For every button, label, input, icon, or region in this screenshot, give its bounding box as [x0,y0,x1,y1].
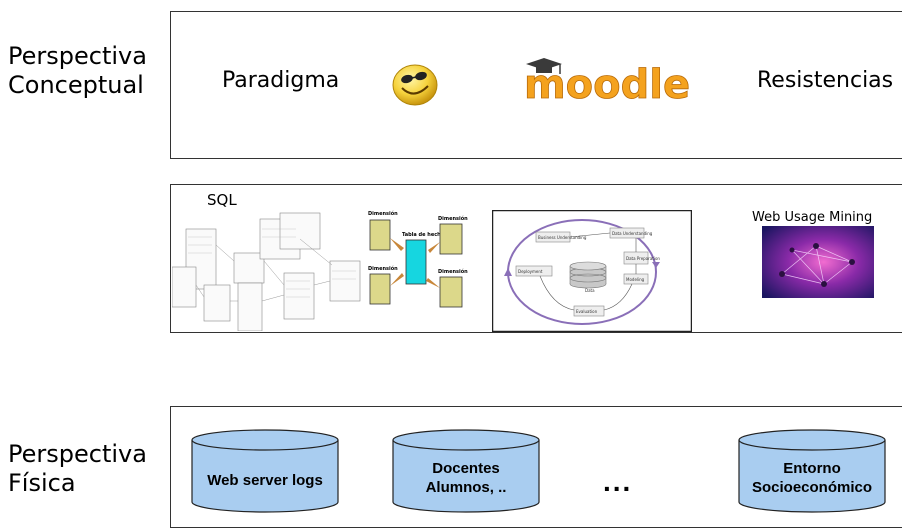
svg-text:Data: Data [585,288,595,293]
svg-text:Dimensión: Dimensión [438,215,468,222]
paradigma-text: Paradigma [222,68,340,93]
svg-text:Evaluation: Evaluation [576,309,598,314]
cylinder-web-server-logs [191,429,339,513]
docentes-alumnos-label: Docentes Alumnos, .. [425,460,507,496]
web-usage-mining-label: Web Usage Mining [752,210,873,225]
resistencias-text: Resistencias [757,68,894,93]
svg-text:Dimensión: Dimensión [368,210,398,217]
perspectiva-fisica-label: Perspectiva Física [8,440,147,497]
svg-text:Modeling: Modeling [626,277,645,282]
entorno-socioeconomico-label: Entorno Socioeconómico [751,460,873,496]
web-server-logs-label: Web server logs [207,472,323,489]
crisp-dm-image: Business Understanding Data Understandin… [492,210,692,332]
web-usage-mining-image [762,226,874,298]
svg-text:Tabla de hechos: Tabla de hechos [402,232,447,238]
sql-label: SQL [207,191,237,209]
svg-text:Data Understanding: Data Understanding [612,231,653,236]
moodle-text: moodle [524,62,690,106]
conceptual-panel [170,11,902,159]
graduation-cap-icon [526,58,562,74]
svg-text:Data Preparation: Data Preparation [626,256,660,261]
svg-text:Deployment: Deployment [518,269,543,274]
star-schema-image: Dimensión Dimensión Dimensión Dimensión … [368,210,468,308]
sql-schema-image [172,212,361,331]
moodle-logo: moodle [524,58,691,106]
ellipsis: ... [603,466,633,497]
cylinder-entorno-socioeconomico [738,429,886,513]
svg-text:Dimensión: Dimensión [368,265,398,272]
smiley-icon [392,64,438,106]
cylinder-docentes-alumnos [392,429,540,513]
perspectiva-conceptual-label: Perspectiva Conceptual [8,42,147,99]
svg-text:Business Understanding: Business Understanding [538,235,587,240]
svg-text:Dimensión: Dimensión [438,268,468,275]
